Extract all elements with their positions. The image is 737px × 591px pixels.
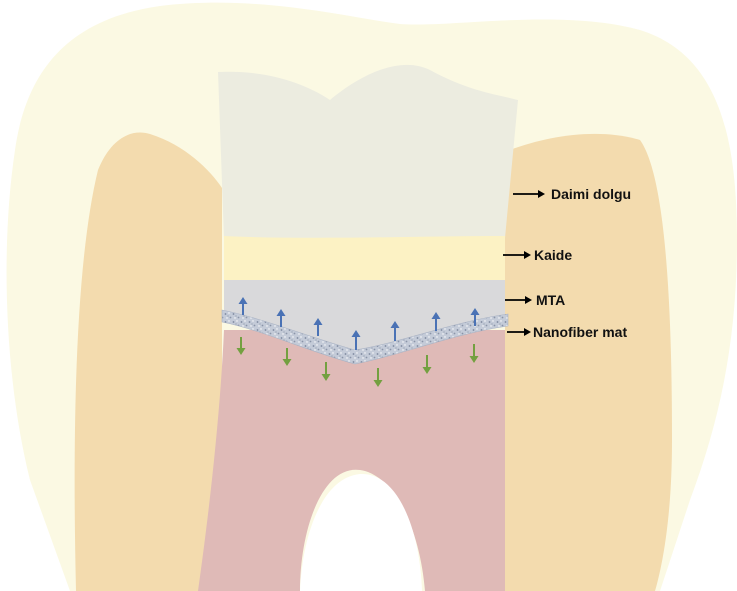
base-layer — [224, 236, 505, 282]
label-nanofiber-mat: Nanofiber mat — [533, 324, 627, 340]
dentin-right — [505, 134, 672, 591]
label-permanent-filling: Daimi dolgu — [551, 186, 631, 202]
label-mta: MTA — [536, 292, 565, 308]
label-base: Kaide — [534, 247, 572, 263]
permanent-filling-layer — [218, 65, 518, 238]
dentin-left — [75, 133, 222, 591]
